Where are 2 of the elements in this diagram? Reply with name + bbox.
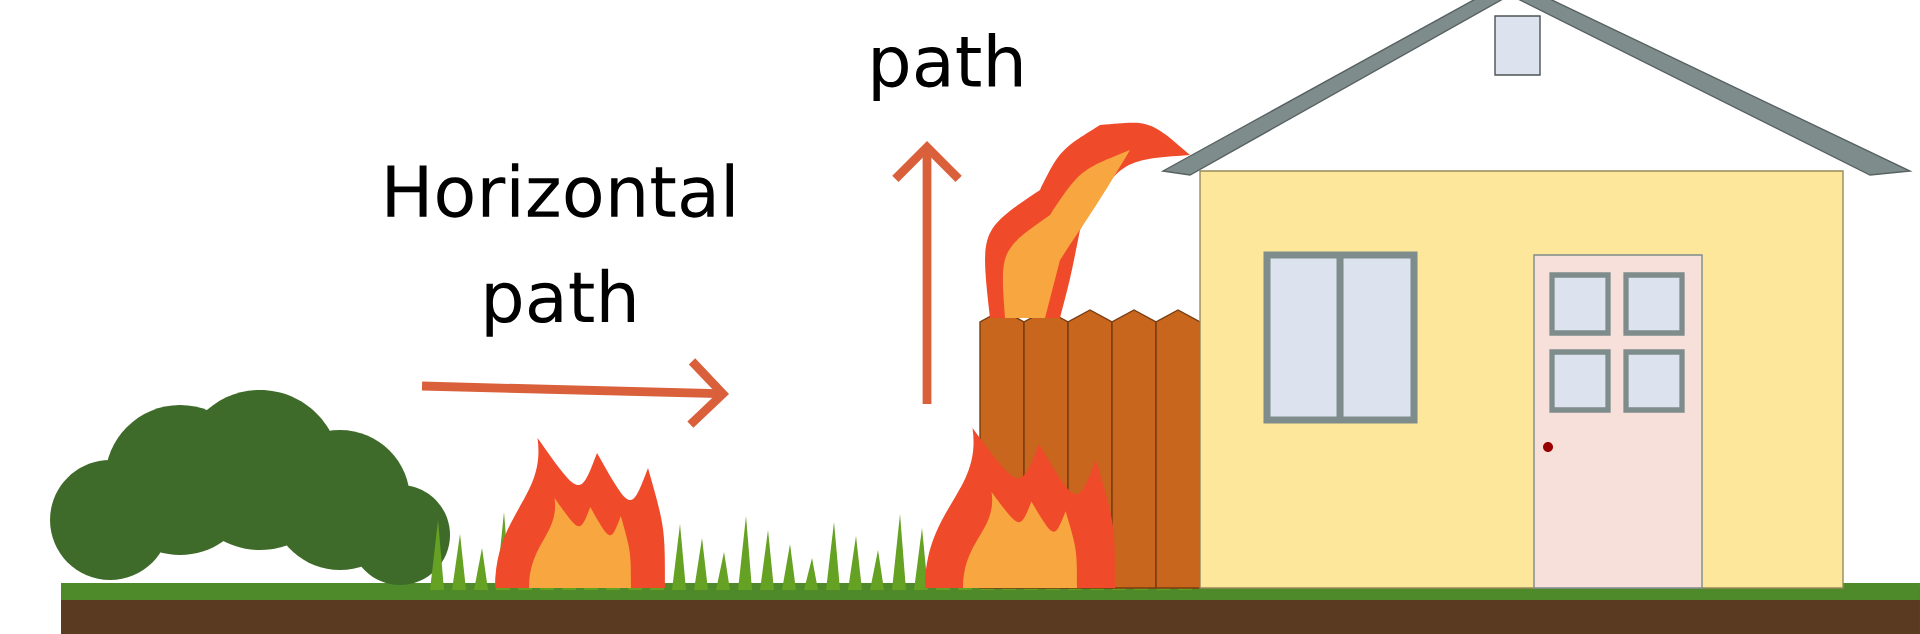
text-label: path <box>873 33 1021 101</box>
text-label: Horizontal path <box>387 163 733 337</box>
